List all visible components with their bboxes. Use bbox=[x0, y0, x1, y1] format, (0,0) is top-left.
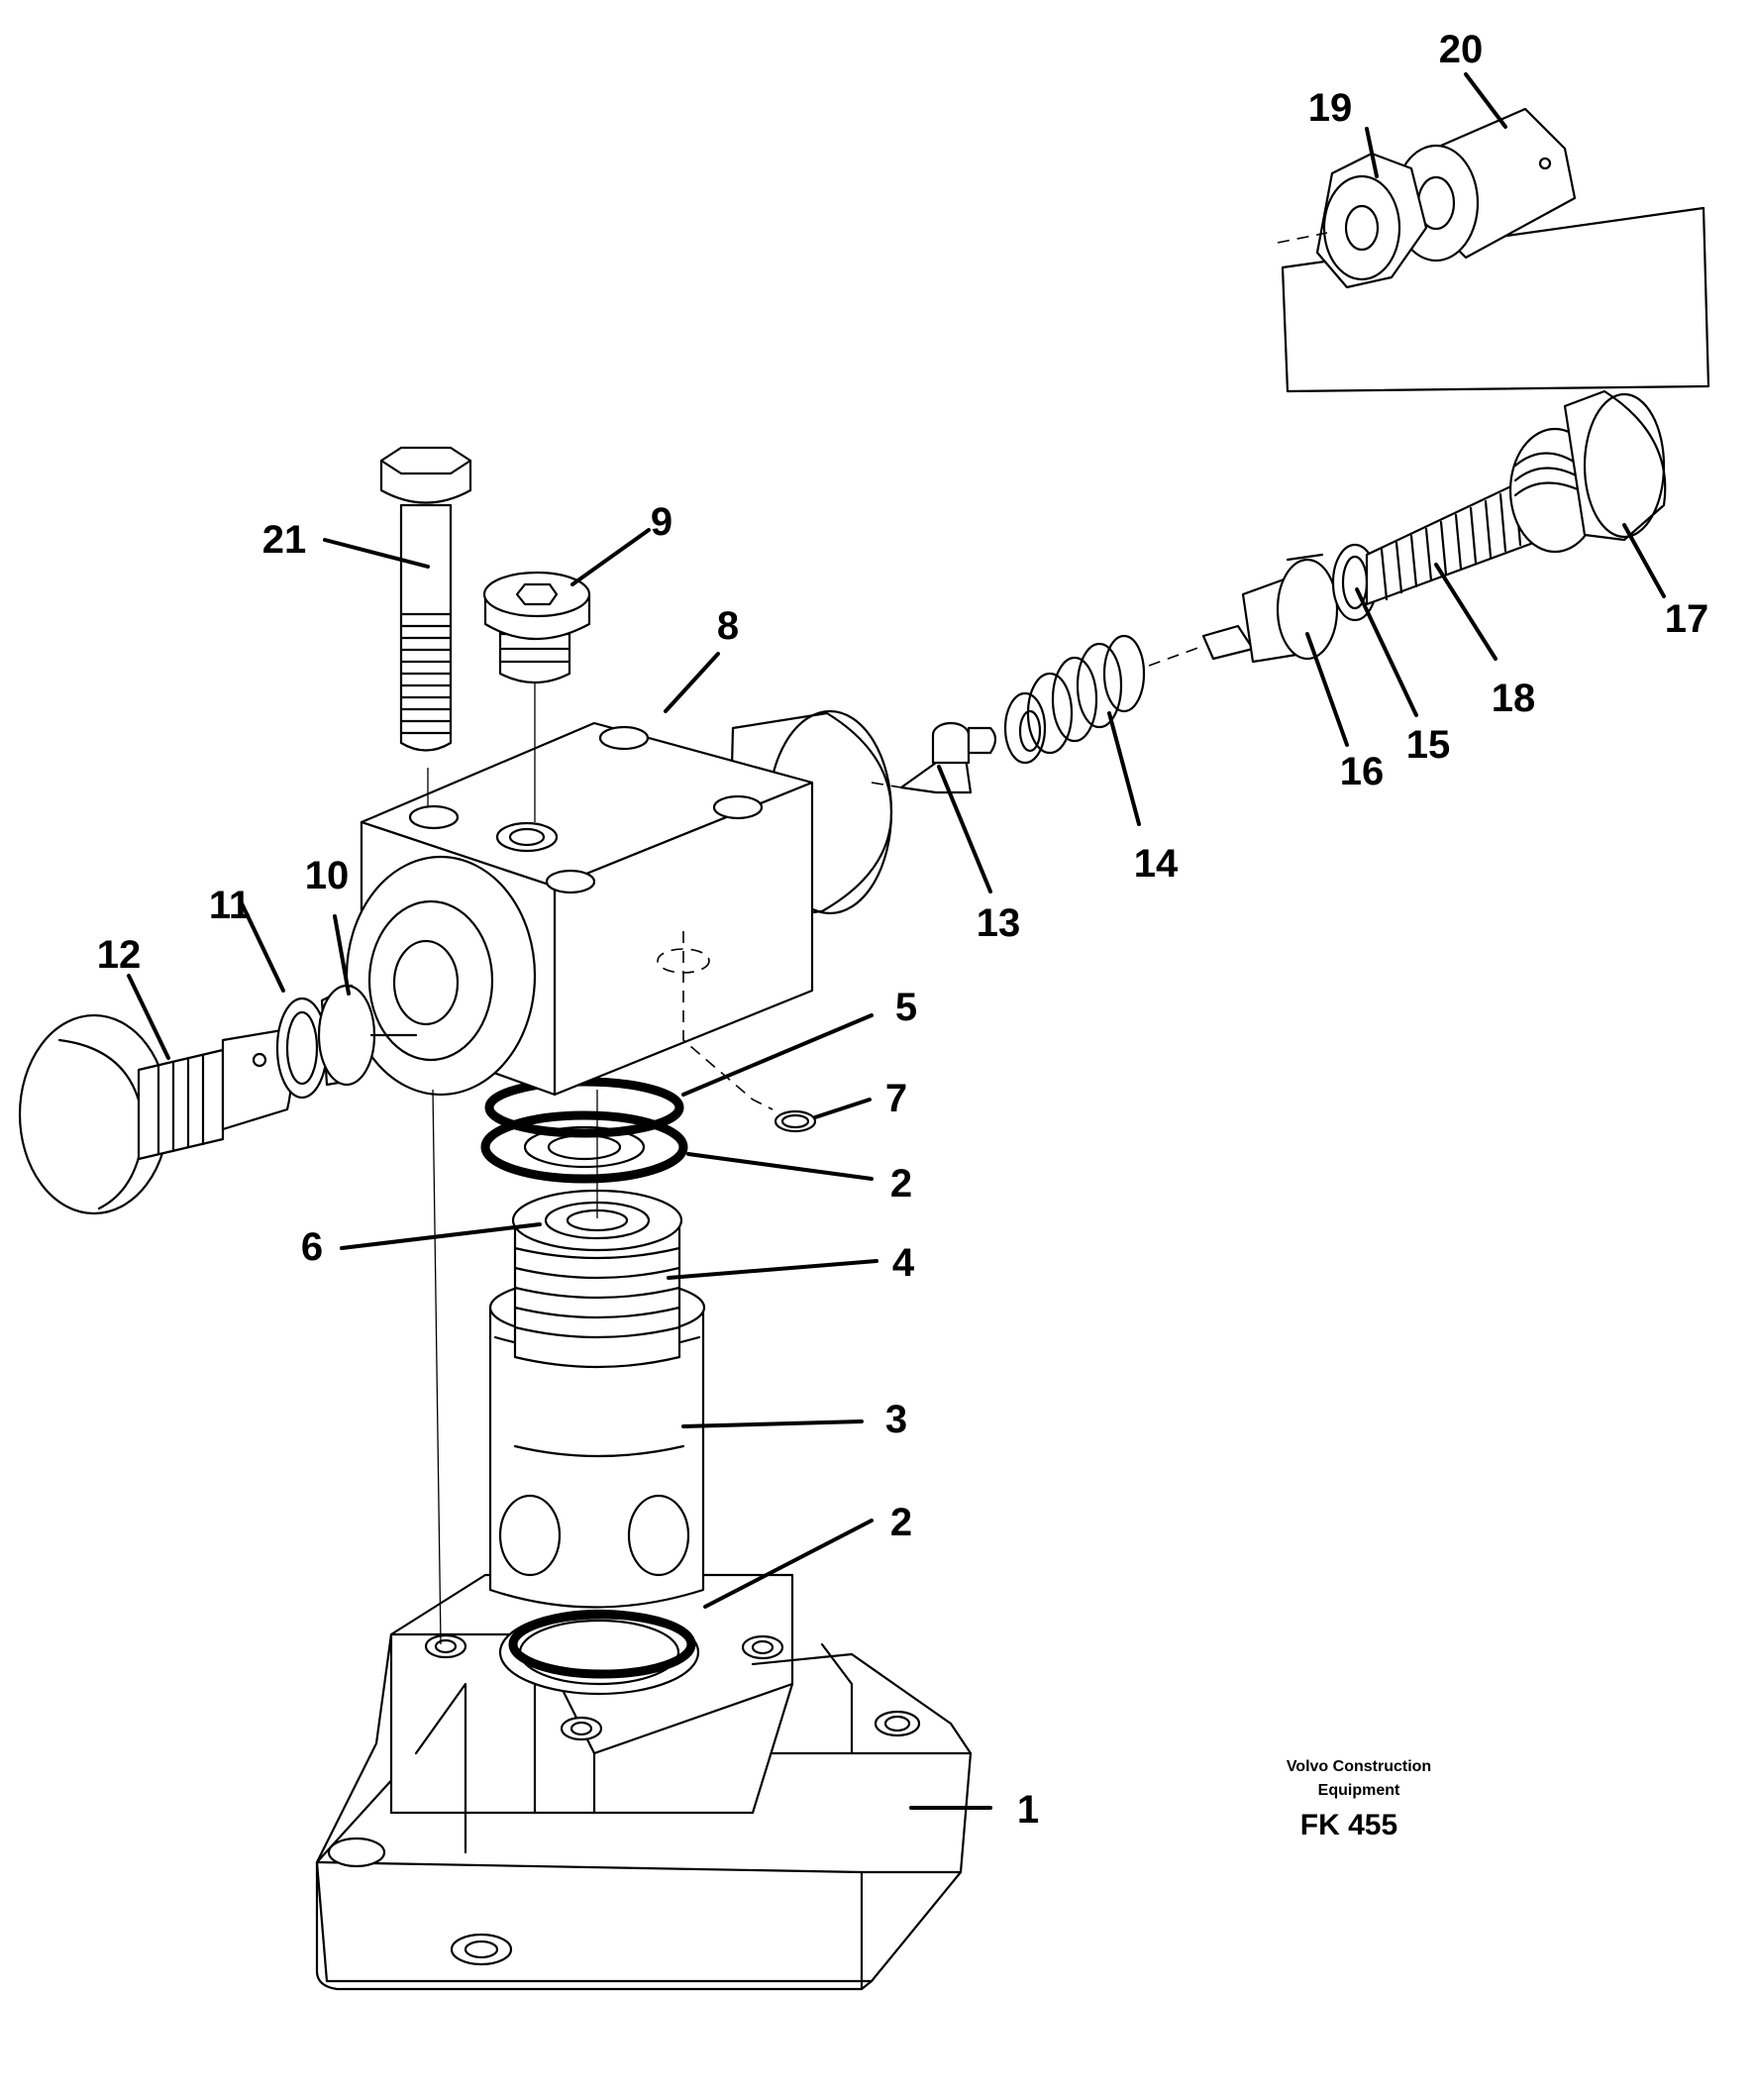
part-4-spool bbox=[511, 1189, 683, 1369]
credit-line-2: Equipment bbox=[1318, 1782, 1400, 1799]
callout-11: 11 bbox=[209, 884, 251, 927]
drawing-credit: Volvo Construction Equipment FK 455 bbox=[1287, 1758, 1431, 1841]
callout-12: 12 bbox=[97, 933, 142, 977]
drawing-code: FK 455 bbox=[1300, 1809, 1397, 1841]
part-14-spring bbox=[1003, 634, 1146, 765]
callout-labels: 1 2 2 3 4 5 6 7 8 9 10 11 12 13 14 15 16… bbox=[97, 28, 1709, 1832]
callout-13: 13 bbox=[977, 901, 1021, 945]
callout-20: 20 bbox=[1439, 28, 1484, 71]
callout-14: 14 bbox=[1134, 842, 1179, 886]
callout-8: 8 bbox=[717, 604, 739, 648]
callout-10: 10 bbox=[305, 854, 350, 897]
callout-17: 17 bbox=[1665, 597, 1709, 641]
part-16-spring-guide bbox=[1201, 553, 1339, 664]
callout-9: 9 bbox=[651, 500, 672, 544]
callout-5: 5 bbox=[895, 986, 917, 1029]
callout-2-upper: 2 bbox=[890, 1162, 912, 1206]
callout-1: 1 bbox=[1017, 1788, 1039, 1832]
callout-21: 21 bbox=[262, 518, 307, 562]
leader-lines bbox=[127, 72, 1666, 1810]
callout-7: 7 bbox=[885, 1077, 907, 1120]
part-13-poppet bbox=[899, 721, 997, 794]
credit-line-1: Volvo Construction bbox=[1287, 1758, 1431, 1775]
part-2-o-ring-upper bbox=[480, 1110, 688, 1184]
part-9-plug bbox=[482, 571, 591, 683]
part-5-seal-ring bbox=[484, 1077, 684, 1138]
inset-frame bbox=[1281, 206, 1710, 393]
part-7-small-o-ring bbox=[774, 1109, 817, 1133]
callout-3: 3 bbox=[885, 1398, 907, 1441]
part-19-hex-nut bbox=[1315, 152, 1428, 289]
part-1-base-housing bbox=[315, 1573, 973, 1991]
callout-4: 4 bbox=[892, 1241, 915, 1285]
part-20-sleeve-nut bbox=[1393, 107, 1577, 262]
callout-6: 6 bbox=[301, 1225, 323, 1269]
callout-15: 15 bbox=[1406, 723, 1451, 767]
part-21-bolt bbox=[379, 446, 472, 752]
part-10-spring-seat bbox=[317, 984, 418, 1087]
callout-2-lower: 2 bbox=[890, 1501, 912, 1544]
callout-16: 16 bbox=[1340, 750, 1385, 793]
part-12-adjust-cap bbox=[18, 1013, 293, 1215]
part-17-lock-nut bbox=[1508, 389, 1667, 554]
callout-19: 19 bbox=[1308, 86, 1353, 130]
callout-18: 18 bbox=[1492, 677, 1536, 720]
part-2-o-ring-lower bbox=[508, 1610, 696, 1679]
assembly-axes bbox=[427, 232, 1328, 1645]
